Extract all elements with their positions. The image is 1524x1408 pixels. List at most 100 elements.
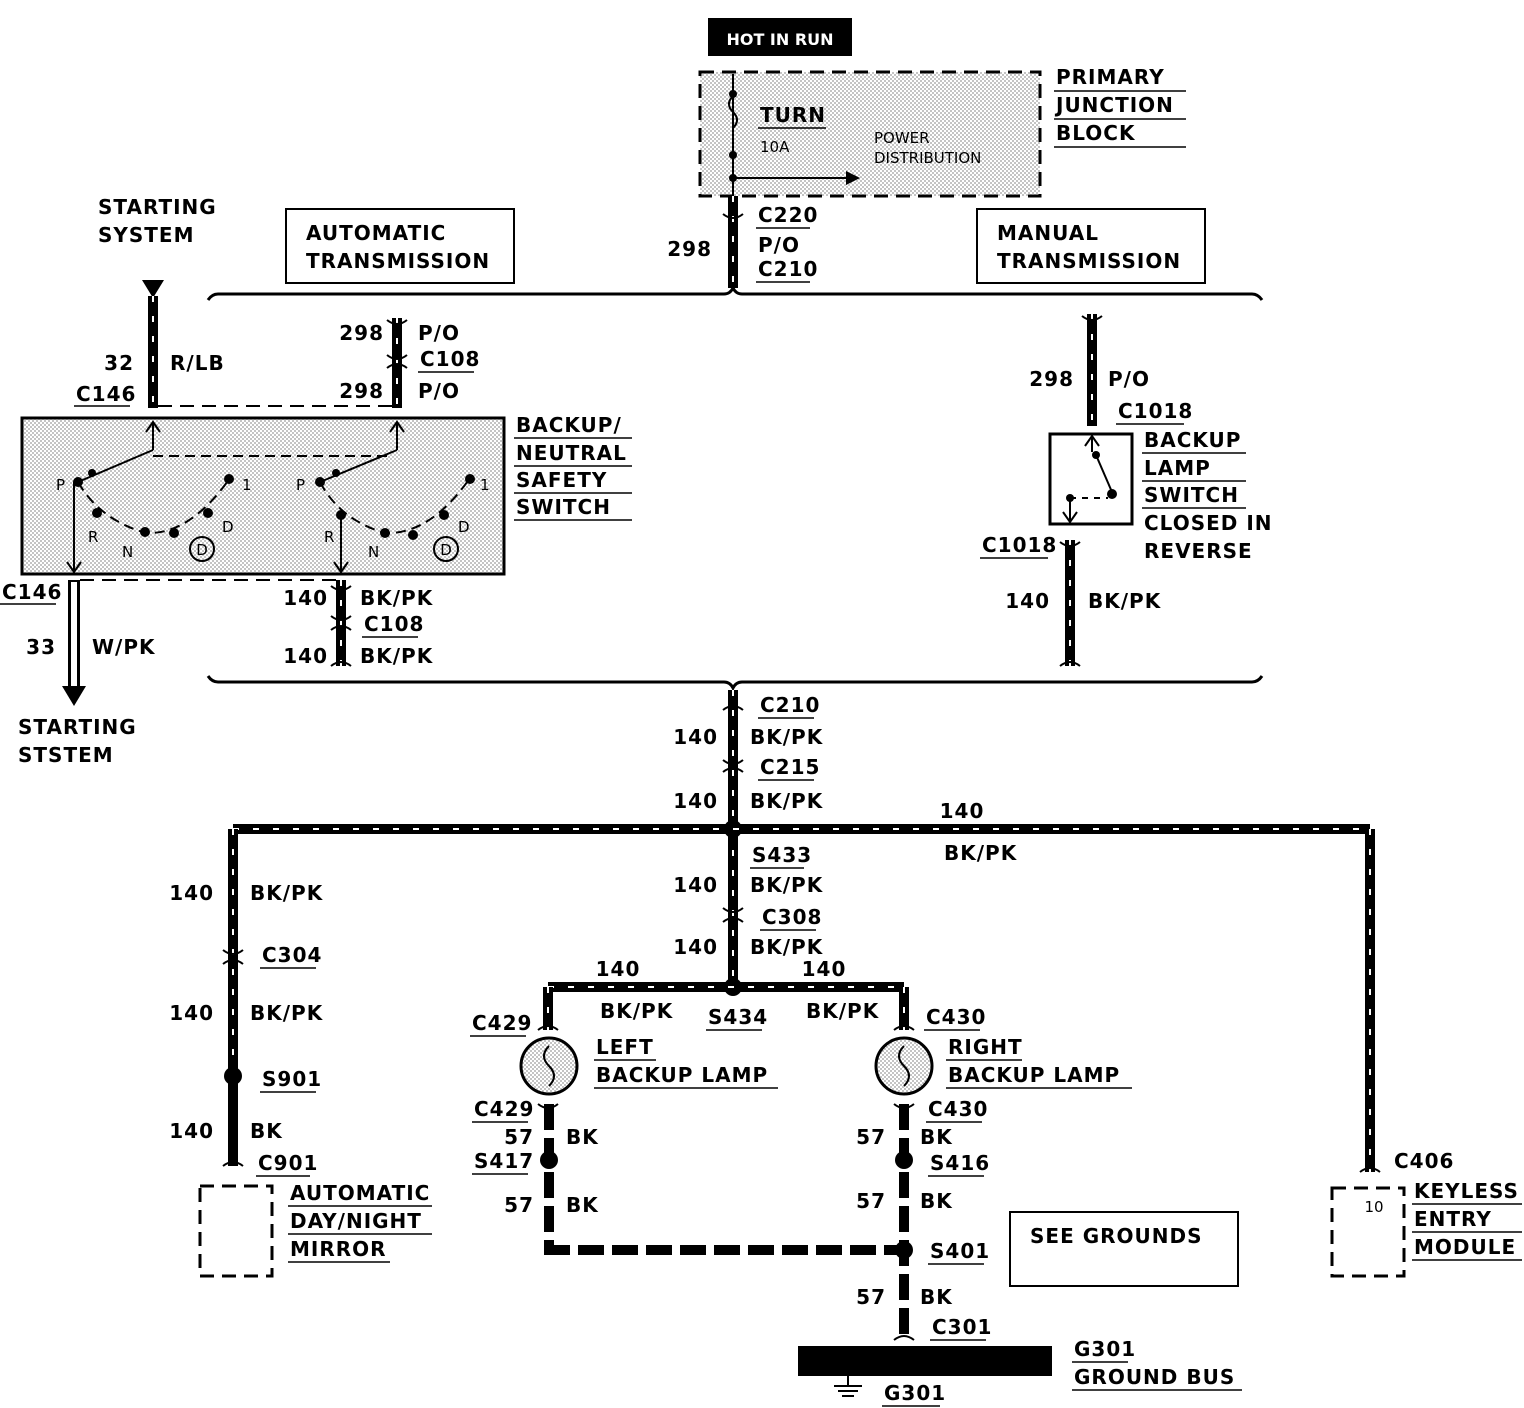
automatic-transmission-label-2: TRANSMISSION	[306, 249, 490, 273]
ground-g301-label: G301	[1074, 1337, 1136, 1361]
right-ground-number-3: 57	[856, 1285, 886, 1309]
trunk-color-1: BK/PK	[750, 725, 824, 749]
trunk-color-3: BK/PK	[750, 873, 824, 897]
arrow-down-icon	[62, 686, 86, 706]
bulb-filament-icon	[543, 1045, 555, 1087]
right-lamp-label-1: RIGHT	[948, 1035, 1023, 1059]
arrow-down-icon	[142, 280, 164, 298]
left-ground-number-2: 57	[504, 1193, 534, 1217]
bls-label-1: BACKUP	[1144, 428, 1241, 452]
right-lamp-wire-number: 140	[802, 957, 847, 981]
wire-32-number: 32	[104, 351, 134, 375]
wire-298-auto-color-1: P/O	[418, 321, 460, 345]
wire-140-auto-color-2: BK/PK	[360, 644, 434, 668]
mirror-label-3: MIRROR	[290, 1237, 387, 1261]
gear-d-right: D	[458, 518, 470, 536]
gear-n-right: N	[368, 543, 379, 561]
branch-color: BK/PK	[944, 841, 1018, 865]
mirror-wire-color-2: BK/PK	[250, 1001, 324, 1025]
wire-298-manual-number: 298	[1029, 367, 1074, 391]
wire-140-auto-number-2: 140	[283, 644, 328, 668]
bls-label-3: SWITCH	[1144, 483, 1239, 507]
connector-c304: C304	[262, 943, 322, 967]
transmission-merge-brace	[206, 675, 1264, 692]
junction-block-label-1: PRIMARY	[1056, 65, 1165, 89]
starting-system-bottom-2: STSTEM	[18, 743, 114, 767]
left-lamp-label-1: LEFT	[596, 1035, 654, 1059]
connector-po: P/O	[758, 233, 800, 257]
mirror-wire-number-1: 140	[169, 881, 214, 905]
gear-1-right: 1	[480, 476, 490, 494]
wire-140-manual-color: BK/PK	[1088, 589, 1162, 613]
gear-d-circled-left: D	[196, 541, 208, 559]
right-ground-color-3: BK	[920, 1285, 953, 1309]
splice-s433-label: S433	[752, 843, 812, 867]
connector-c220-icon	[722, 213, 744, 219]
gear-n-left: N	[122, 543, 133, 561]
keyless-label-3: MODULE	[1414, 1235, 1516, 1259]
wire-32-color: R/LB	[170, 351, 225, 375]
gear-r-left: R	[88, 528, 98, 546]
wire-140-auto-color-1: BK/PK	[360, 586, 434, 610]
starting-system-top-2: SYSTEM	[98, 223, 195, 247]
left-ground-number-1: 57	[504, 1125, 534, 1149]
right-lamp-wire-color: BK/PK	[806, 999, 880, 1023]
gear-1-left: 1	[242, 476, 252, 494]
wire-140-auto-number-1: 140	[283, 586, 328, 610]
starting-system-top-1: STARTING	[98, 195, 217, 219]
gear-p-right: P	[296, 476, 305, 494]
automatic-transmission-box	[285, 208, 515, 284]
right-lamp-label-2: BACKUP LAMP	[948, 1063, 1120, 1087]
manual-transmission-label-2: TRANSMISSION	[997, 249, 1181, 273]
connector-c430-bottom: C430	[928, 1097, 988, 1121]
wire-298-auto-number-1: 298	[339, 321, 384, 345]
gear-d-left: D	[222, 518, 234, 536]
see-grounds-label: SEE GROUNDS	[1030, 1224, 1203, 1248]
left-ground-color-2: BK	[566, 1193, 599, 1217]
right-ground-number-1: 57	[856, 1125, 886, 1149]
hot-in-run-badge	[708, 18, 852, 56]
connector-c429-top: C429	[472, 1011, 532, 1035]
keyless-label-2: ENTRY	[1414, 1207, 1492, 1231]
splice-s401	[895, 1241, 913, 1259]
arrow-right-icon	[846, 171, 860, 185]
keyless-entry-module	[1330, 1186, 1406, 1278]
connector-c406: C406	[1394, 1149, 1454, 1173]
trunk-color-4: BK/PK	[750, 935, 824, 959]
fuse-name: TURN	[760, 103, 826, 127]
connector-c146-top: C146	[76, 382, 136, 406]
trunk-color-2: BK/PK	[750, 789, 824, 813]
left-lamp-label-2: BACKUP LAMP	[596, 1063, 768, 1087]
fuse-rating: 10A	[760, 138, 790, 156]
connector-c146-bottom: C146	[2, 580, 62, 604]
mirror-wire-color-3: BK	[250, 1119, 283, 1143]
splice-s401-label: S401	[930, 1239, 990, 1263]
fuse-icon	[728, 95, 738, 129]
connector-c210-bottom: C210	[760, 693, 820, 717]
ground-g301-bottom: G301	[884, 1381, 946, 1405]
ground-bus-g301	[798, 1346, 1052, 1376]
bls-label-4: CLOSED IN	[1144, 511, 1273, 535]
bnss-label-4: SWITCH	[516, 495, 611, 519]
connector-c308: C308	[762, 905, 822, 929]
connector-c108-icon	[386, 354, 408, 360]
power-distribution-label-2: DISTRIBUTION	[874, 149, 981, 167]
mirror-wire-number-3: 140	[169, 1119, 214, 1143]
keyless-pin-10: 10	[1364, 1198, 1383, 1216]
connector-c210: C210	[758, 257, 818, 281]
hot-in-run-label: HOT IN RUN	[726, 30, 833, 49]
wire-33-color: W/PK	[92, 635, 156, 659]
backup-neutral-switch-fill	[22, 418, 504, 574]
manual-transmission-box	[976, 208, 1206, 284]
connector-c220: C220	[758, 203, 818, 227]
connector-c901: C901	[258, 1151, 318, 1175]
wire-298-auto-color-2: P/O	[418, 379, 460, 403]
see-grounds-box	[1009, 1211, 1239, 1287]
splice-s416-label: S416	[930, 1151, 990, 1175]
splice-s417	[540, 1151, 558, 1169]
right-ground-number-2: 57	[856, 1189, 886, 1213]
mirror-wire-color-1: BK/PK	[250, 881, 324, 905]
automatic-day-night-mirror	[198, 1184, 274, 1278]
connector-c1018-top: C1018	[1118, 399, 1193, 423]
